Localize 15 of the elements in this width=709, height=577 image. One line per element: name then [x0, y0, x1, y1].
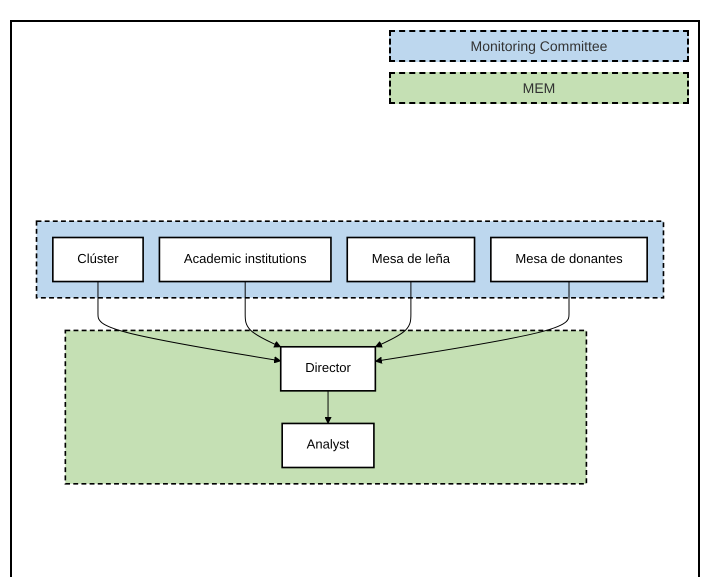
- arrow: [375, 281, 412, 348]
- cluster: [36, 220, 664, 299]
- arrow: [97, 281, 282, 364]
- node-box: Mesa de leña: [346, 236, 476, 282]
- node-box: Mesa de donantes: [490, 236, 648, 282]
- cluster: [64, 330, 588, 485]
- node-box: Clúster: [52, 236, 144, 282]
- arrow: [324, 390, 332, 424]
- arrow: [244, 281, 282, 348]
- node-box: Academic institutions: [158, 236, 332, 282]
- legend-label: Monitoring Committee: [470, 38, 608, 54]
- node-box: Director: [280, 346, 376, 392]
- legend-label: MEM: [522, 80, 556, 96]
- node-box: Analyst: [281, 422, 375, 468]
- arrow: [375, 281, 570, 364]
